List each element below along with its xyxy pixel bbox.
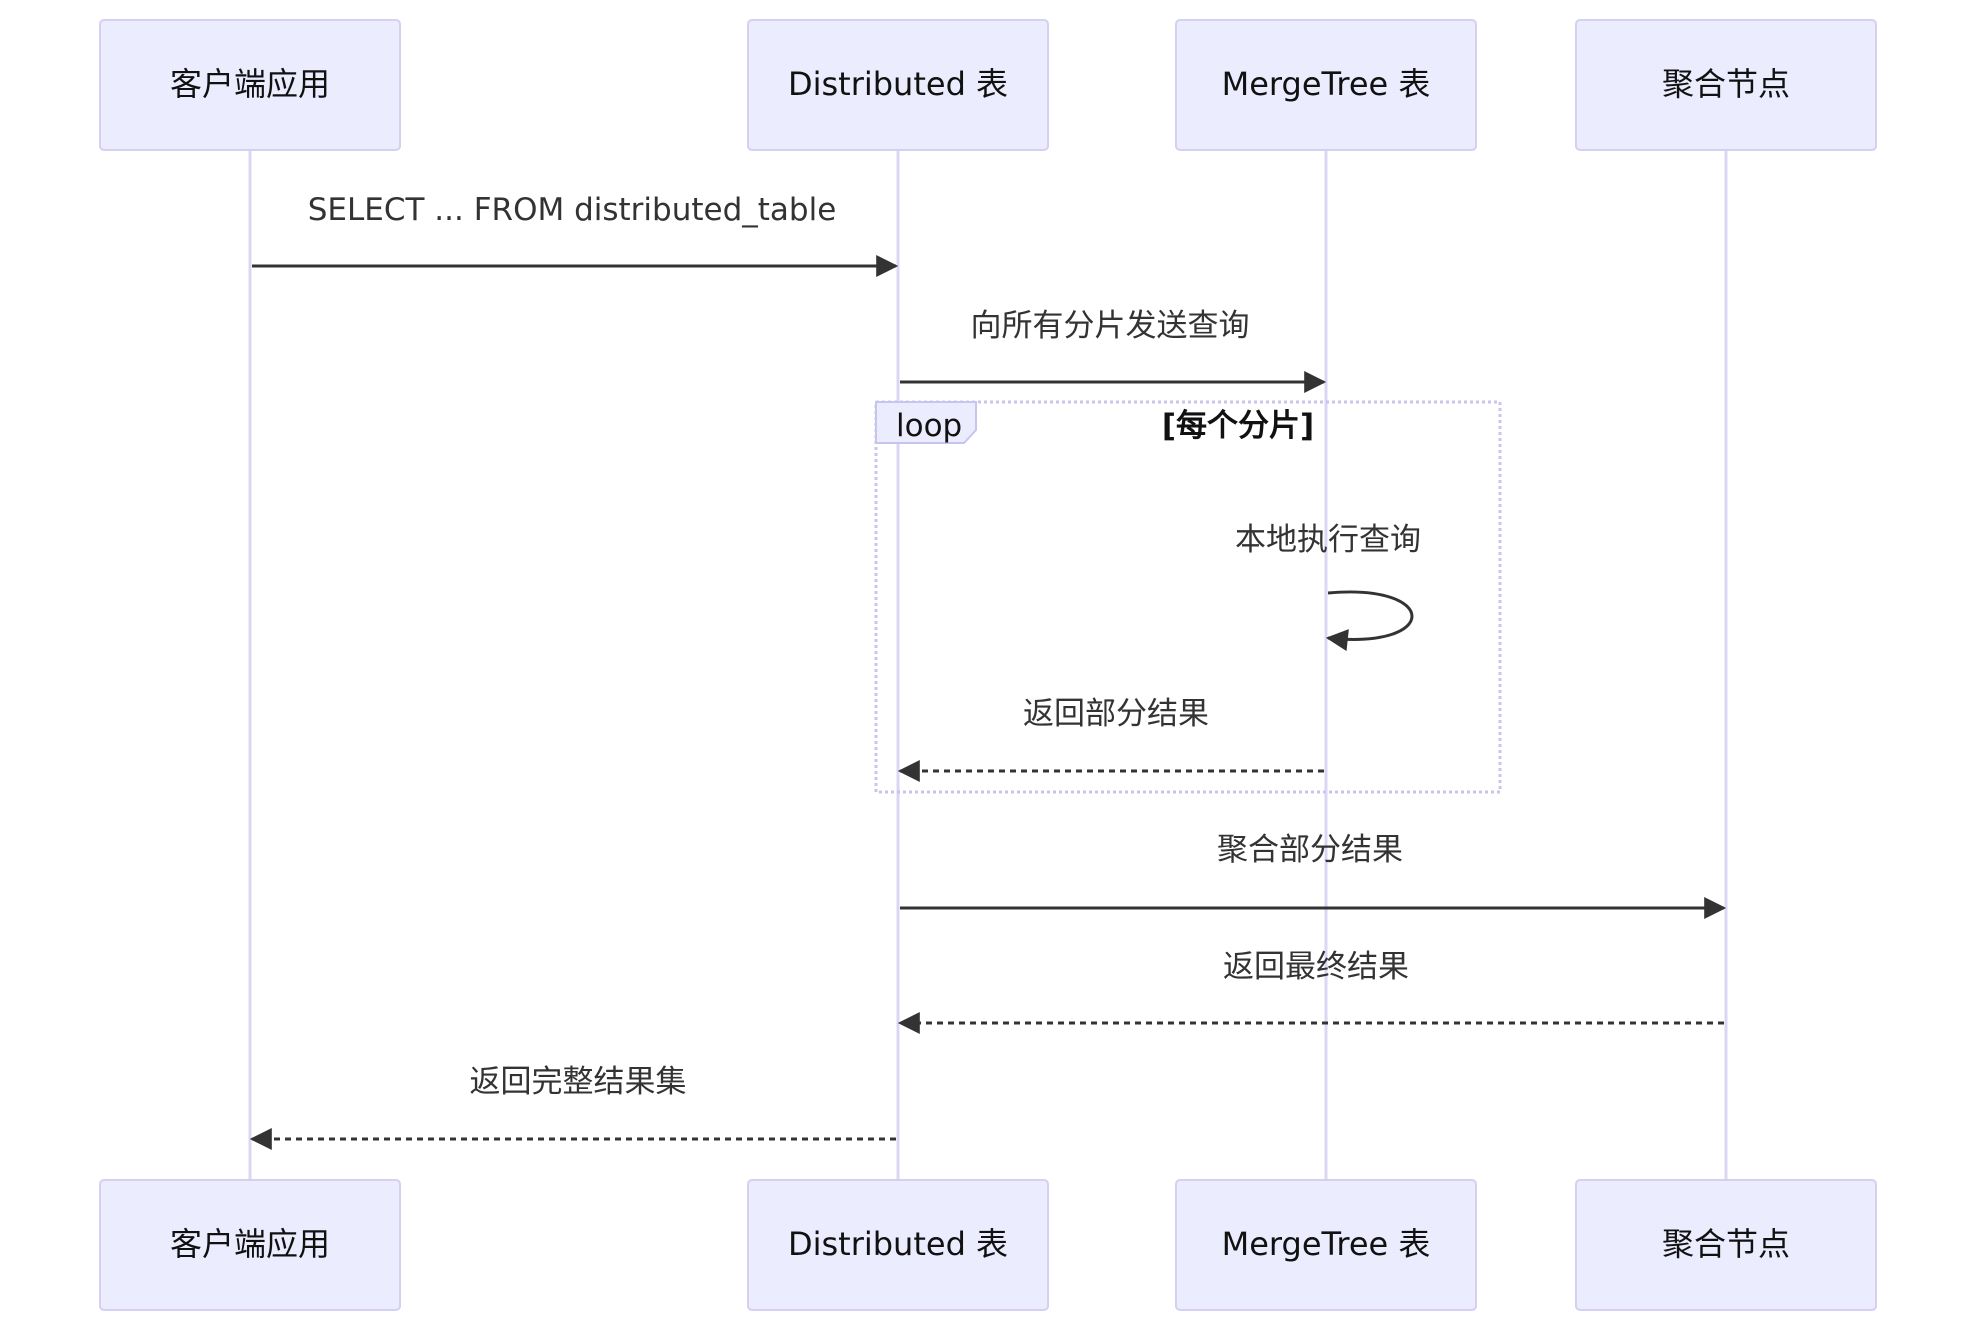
actor-distributed-top-label: Distributed 表 (788, 65, 1008, 103)
actor-aggregator-top: 聚合节点 (1575, 19, 1877, 151)
message-return-partial: 返回部分结果 (897, 696, 1324, 782)
message-send-to-shards-label: 向所有分片发送查询 (971, 308, 1250, 344)
actor-mergetree-top: MergeTree 表 (1175, 19, 1477, 151)
message-return-final: 返回最终结果 (897, 949, 1724, 1034)
message-local-exec: 本地执行查询 (1235, 522, 1421, 652)
actor-mergetree-bottom: MergeTree 表 (1175, 1179, 1477, 1311)
loop-block: loop [每个分片] (874, 400, 1502, 794)
loop-keyword: loop (896, 408, 962, 444)
message-aggregate-partial-label: 聚合部分结果 (1217, 832, 1403, 868)
actor-client-top-label: 客户端应用 (170, 65, 330, 103)
message-send-to-shards: 向所有分片发送查询 (900, 308, 1327, 393)
actor-aggregator-bottom: 聚合节点 (1575, 1179, 1877, 1311)
loop-tab (875, 401, 977, 444)
actor-distributed-bottom: Distributed 表 (747, 1179, 1049, 1311)
message-return-complete: 返回完整结果集 (249, 1064, 896, 1150)
actor-mergetree-top-label: MergeTree 表 (1222, 65, 1431, 103)
loop-condition: [每个分片] (1162, 408, 1314, 444)
actor-aggregator-bottom-label: 聚合节点 (1662, 1225, 1790, 1263)
actor-client-bottom-label: 客户端应用 (170, 1225, 330, 1263)
actor-client-bottom: 客户端应用 (99, 1179, 401, 1311)
message-select-query-label: SELECT ... FROM distributed_table (308, 192, 837, 228)
actor-distributed-bottom-label: Distributed 表 (788, 1225, 1008, 1263)
actor-aggregator-top-label: 聚合节点 (1662, 65, 1790, 103)
message-select-query: SELECT ... FROM distributed_table (252, 192, 899, 277)
message-aggregate-partial: 聚合部分结果 (900, 832, 1727, 919)
message-return-final-label: 返回最终结果 (1223, 949, 1409, 985)
actor-client-top: 客户端应用 (99, 19, 401, 151)
message-return-complete-label: 返回完整结果集 (470, 1064, 687, 1100)
message-return-partial-label: 返回部分结果 (1023, 696, 1209, 732)
message-local-exec-label: 本地执行查询 (1235, 522, 1421, 558)
actor-mergetree-bottom-label: MergeTree 表 (1222, 1225, 1431, 1263)
loop-frame (874, 400, 1502, 794)
actor-distributed-top: Distributed 表 (747, 19, 1049, 151)
message-local-exec-arrow (1325, 590, 1414, 652)
